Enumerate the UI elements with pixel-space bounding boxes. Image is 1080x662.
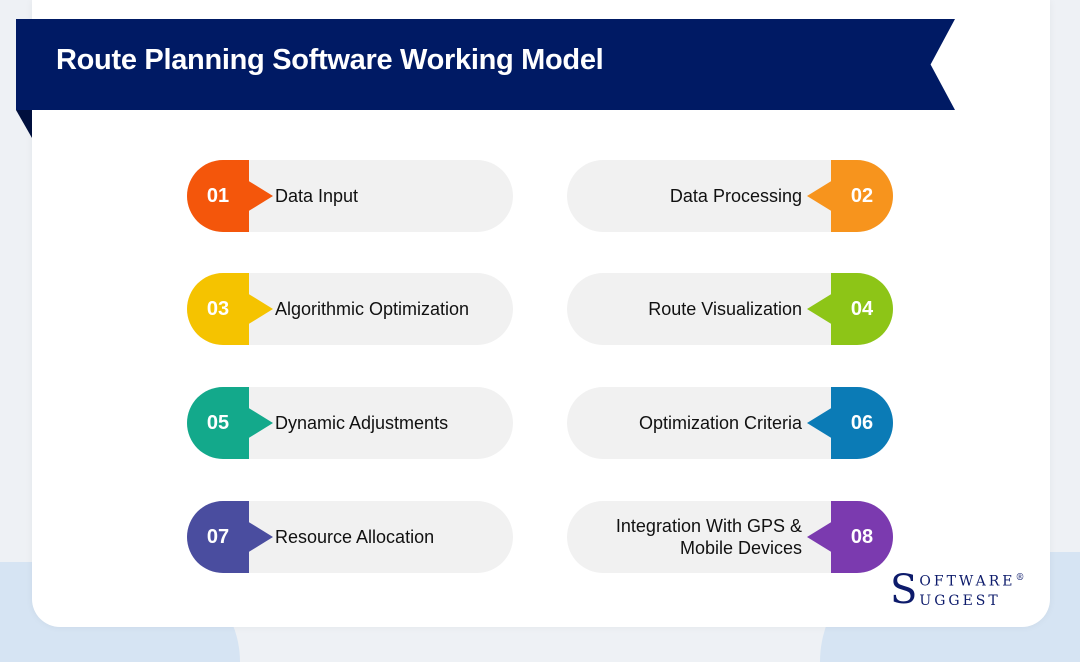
step-number-badge: 06 (831, 387, 893, 459)
step-item-02: 02 Data Processing (567, 160, 893, 232)
logo-line-2: UGGEST (919, 592, 1001, 609)
step-item-06: 06 Optimization Criteria (567, 387, 893, 459)
step-item-05: 05 Dynamic Adjustments (187, 387, 513, 459)
step-label: Data Input (275, 186, 359, 206)
step-label: Data Processing (669, 186, 802, 206)
step-item-03: 03 Algorithmic Optimization (187, 273, 513, 345)
step-label: Resource Allocation (275, 527, 435, 547)
step-number: 01 (206, 184, 230, 207)
step-label: Algorithmic Optimization (275, 299, 470, 319)
step-number-badge: 08 (831, 501, 893, 573)
step-number: 07 (206, 525, 230, 548)
step-number-badge: 04 (831, 273, 893, 345)
step-number-badge: 01 (187, 160, 249, 232)
logo-lines: OFTWARE® UGGEST (919, 569, 1024, 611)
step-number-badge: 07 (187, 501, 249, 573)
logo-letter: S (890, 567, 918, 613)
step-item-01: 01 Data Input (187, 160, 513, 232)
step-label: Route Visualization (648, 299, 802, 319)
logo-line-1: OFTWARE® (919, 573, 1025, 590)
step-number: 06 (850, 411, 874, 434)
step-number: 04 (850, 297, 874, 320)
step-number: 03 (206, 297, 230, 320)
softwaresuggest-logo: S OFTWARE® UGGEST (890, 568, 1025, 612)
step-number: 08 (850, 525, 874, 548)
step-label: Dynamic Adjustments (275, 413, 449, 433)
step-number: 02 (850, 184, 874, 207)
step-item-08: 08 Integration With GPS & Mobile Devices (567, 501, 893, 573)
step-number: 05 (206, 411, 230, 434)
title-banner (16, 19, 955, 110)
step-number-badge: 05 (187, 387, 249, 459)
step-item-04: 04 Route Visualization (567, 273, 893, 345)
page-title: Route Planning Software Working Model (56, 44, 604, 76)
step-item-07: 07 Resource Allocation (187, 501, 513, 573)
step-number-badge: 02 (831, 160, 893, 232)
step-label: Integration With GPS & Mobile Devices (615, 516, 802, 558)
banner-fold (16, 110, 32, 138)
step-number-badge: 03 (187, 273, 249, 345)
step-label: Optimization Criteria (638, 413, 802, 433)
